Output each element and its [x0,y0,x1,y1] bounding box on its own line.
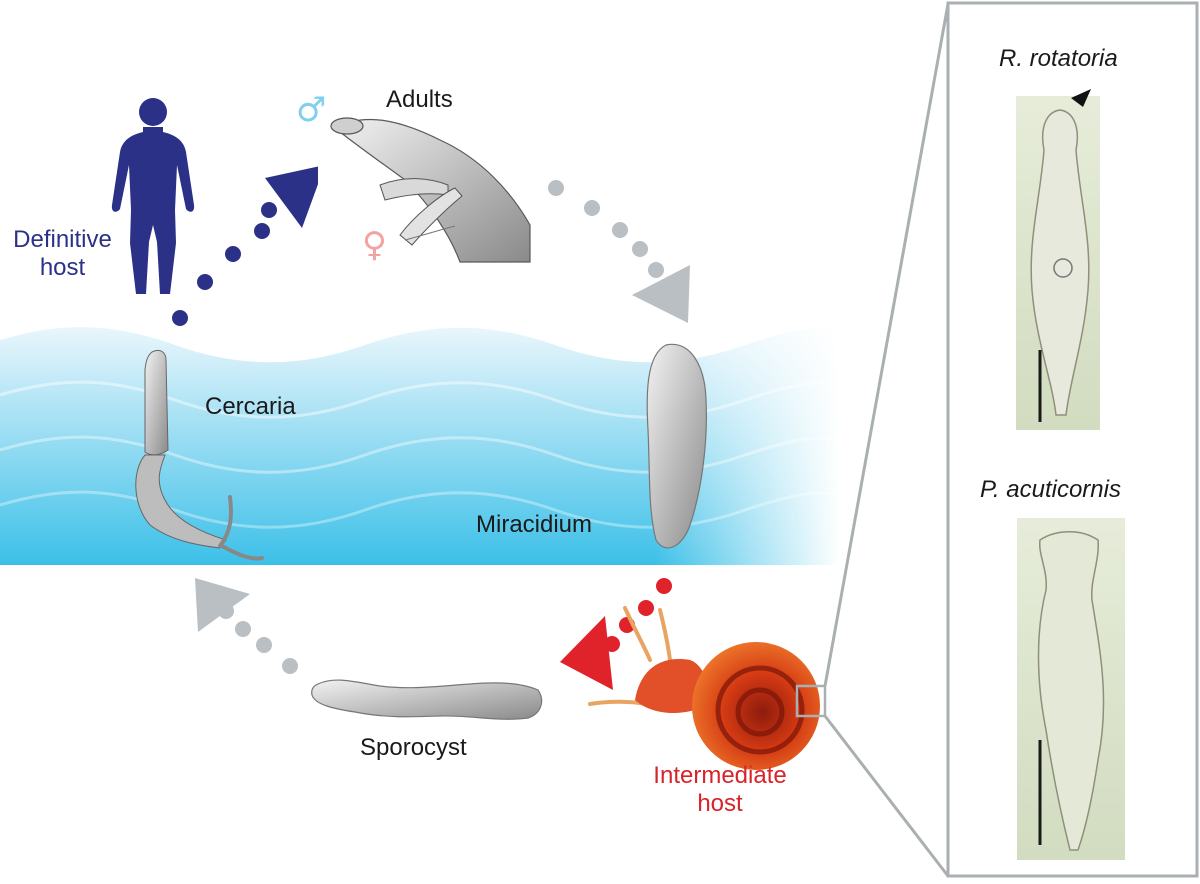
intermediate-host-label-line2: host [697,789,743,817]
species-label-bottom: P. acuticornis [980,476,1121,503]
water-band [0,320,841,570]
sporocyst-icon [311,679,543,720]
rotifer-icon-bottom [1017,518,1125,860]
sporocyst-label: Sporocyst [360,734,467,761]
cercaria-label: Cercaria [205,393,296,420]
species-label-top: R. rotatoria [999,45,1118,72]
adults-label: Adults [386,86,453,113]
intermediate-host-label-line1: Intermediate [653,762,787,789]
adult-worms-icon [318,98,532,263]
definitive-host-label: Definitive host [0,226,125,281]
human-silhouette-icon [111,98,195,294]
miracidium-label: Miracidium [476,511,593,538]
female-symbol: ♀ [362,225,387,265]
infection-arrow-definitive [172,165,325,326]
definitive-host-label-line1: Definitive [13,226,112,253]
miracidium-icon [646,343,707,549]
transition-arrow-adults-miracidium [548,180,690,323]
intermediate-host-label: Intermediate host [640,762,800,817]
transition-arrow-sporocyst-cercaria [195,578,298,674]
snail-icon [588,606,827,770]
definitive-host-label-line2: host [39,253,86,281]
zoom-lines [823,3,950,877]
arrowhead-marker [1071,89,1091,107]
male-symbol: ♂ [296,90,327,130]
cercaria-icon [135,349,264,561]
infection-arrow-intermediate [560,578,672,690]
rotifer-icon [1016,89,1100,430]
